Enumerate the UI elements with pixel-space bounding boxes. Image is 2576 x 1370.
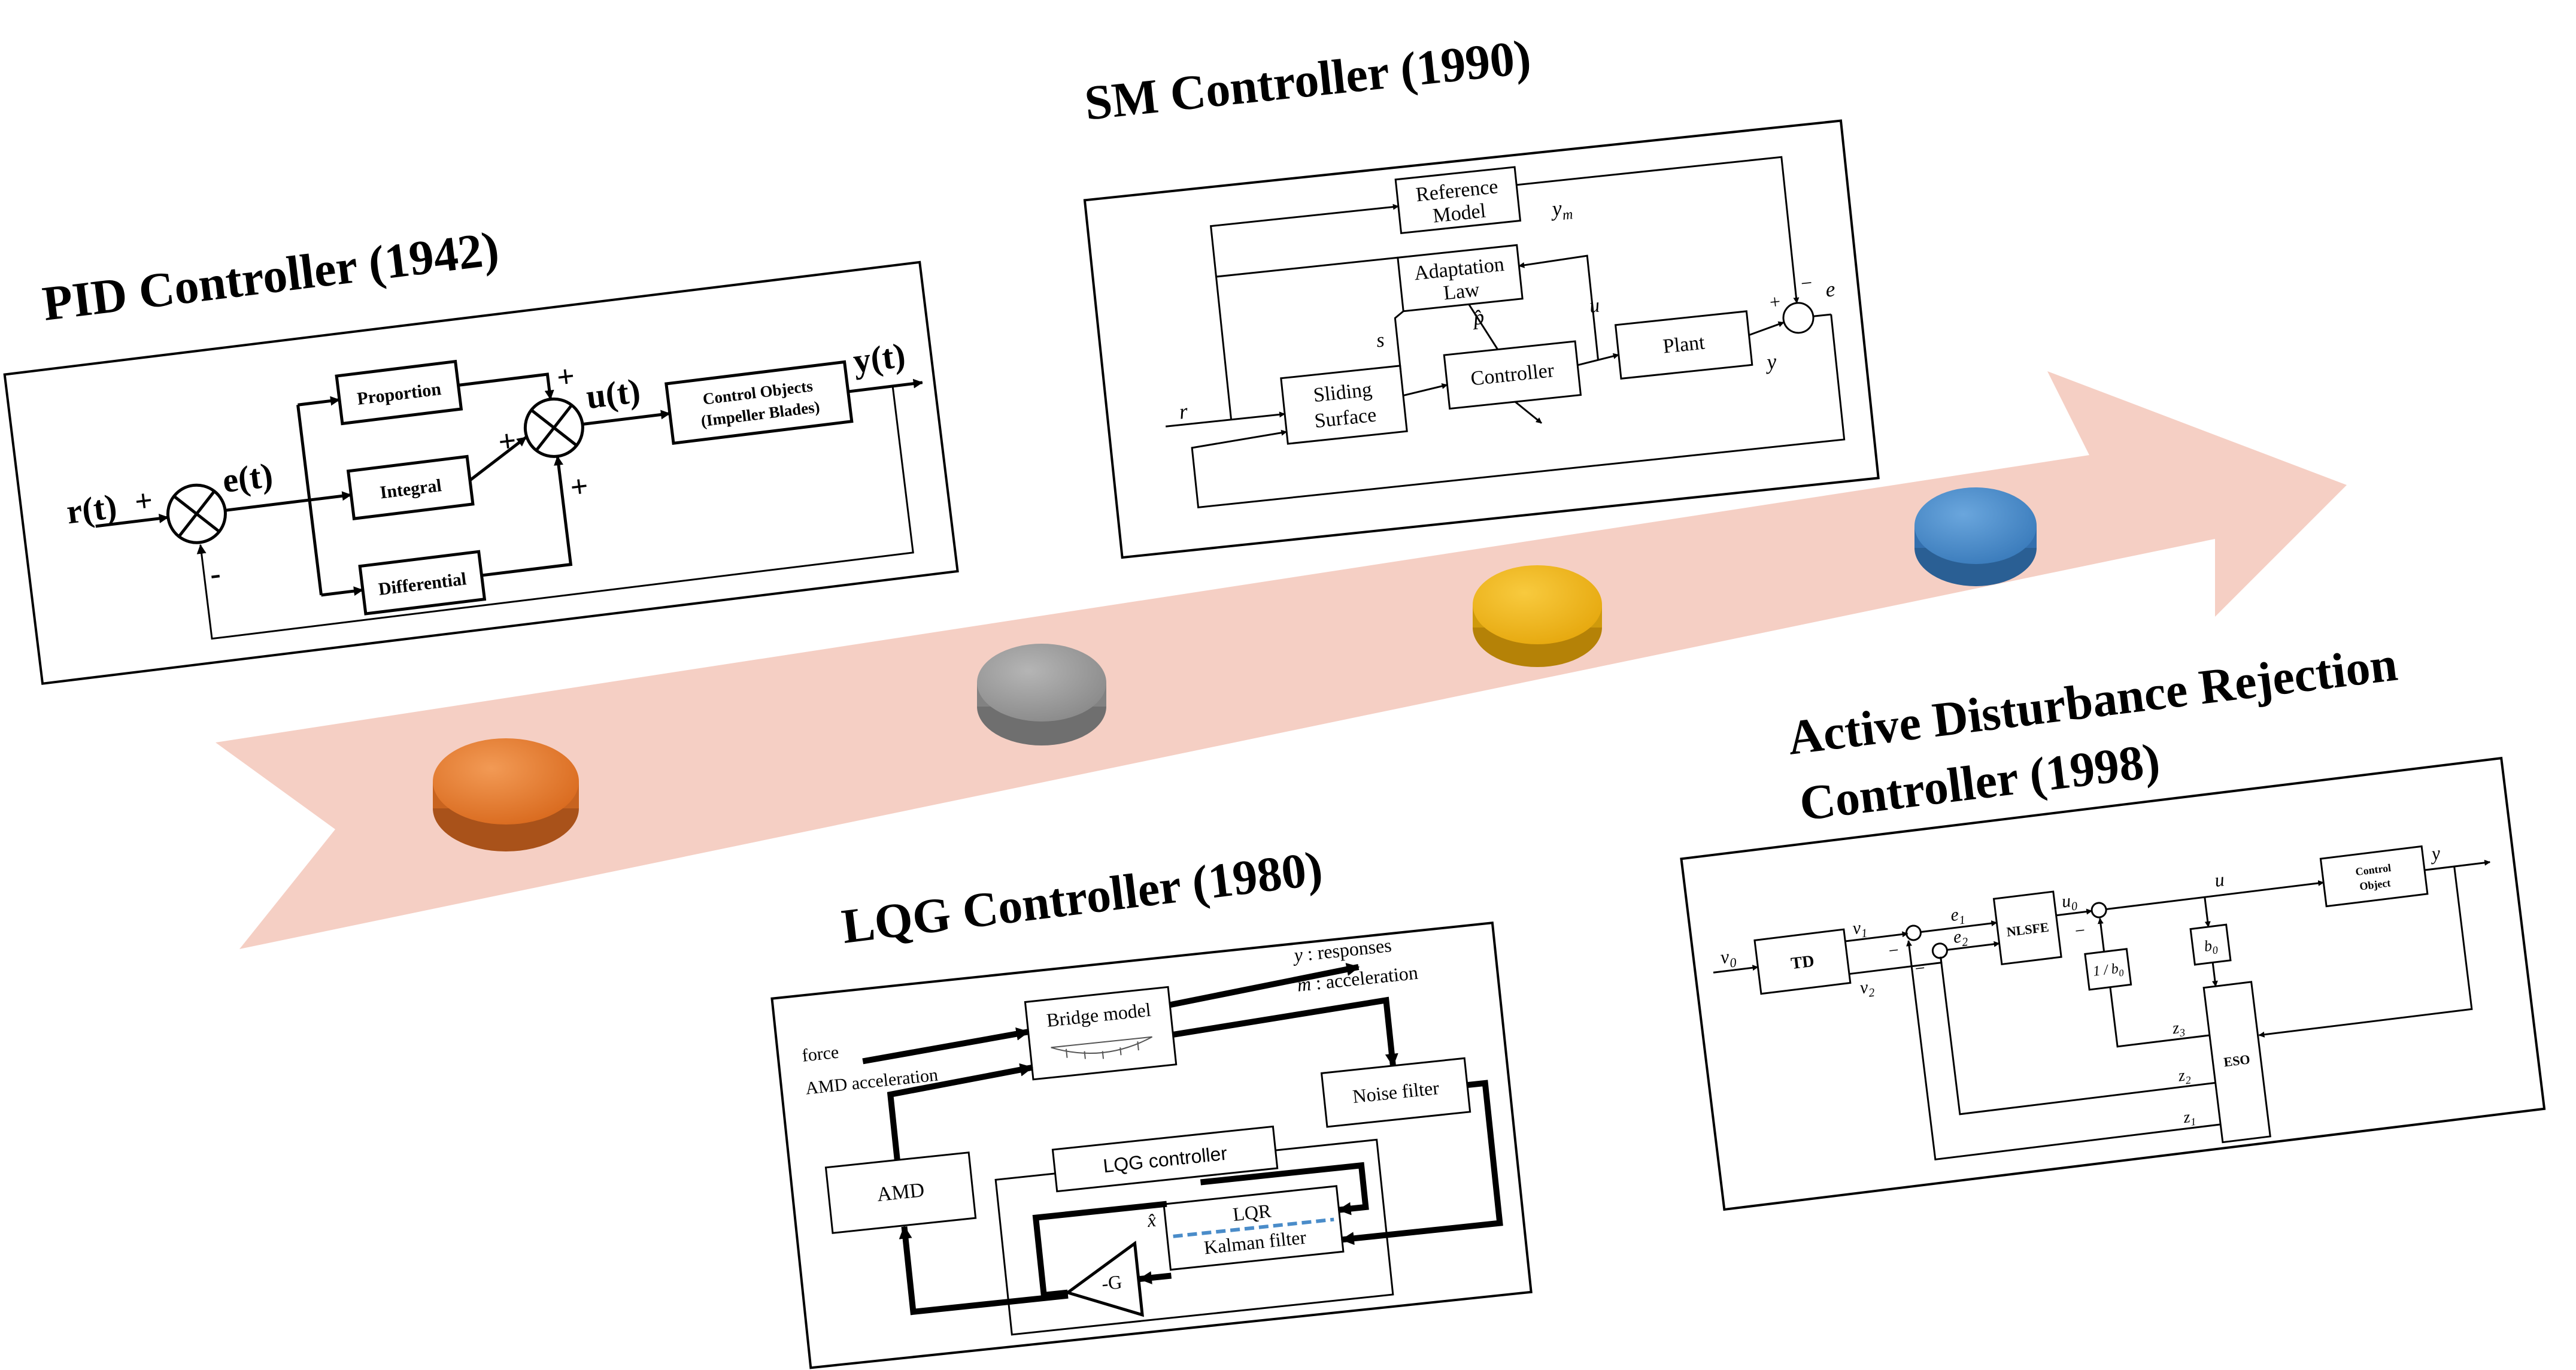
sm-diagram: Reference Model ym Adaptation Law p̂ Sli…	[1083, 119, 1880, 559]
adrc-v0-label: v0	[1719, 945, 1737, 972]
lqg-gain-label: -G	[1100, 1271, 1122, 1294]
sm-e-label: e	[1824, 277, 1836, 301]
sm-y-label: y	[1764, 349, 1777, 374]
lqg-controller-block	[1051, 1125, 1279, 1193]
sm-title: SM Controller (1990)	[1082, 29, 1533, 131]
lqg-bridge-model-block	[1024, 986, 1178, 1081]
sm-minus: −	[1800, 272, 1813, 295]
adrc-eso-label: ESO	[2223, 1051, 2251, 1069]
adrc-u0-label: u0	[2061, 890, 2078, 914]
pid-plus-2: +	[555, 359, 577, 395]
adrc-z3-label: z3	[2171, 1018, 2186, 1039]
lqg-title: LQG Controller (1980)	[839, 841, 1325, 954]
adrc-nlsfe-block	[1992, 890, 2062, 966]
sm-adaptation-line2: Law	[1442, 278, 1480, 304]
adrc-z2-label: z2	[2177, 1066, 2192, 1087]
sm-reference-line2: Model	[1432, 200, 1487, 228]
adrc-y-label: y	[2429, 842, 2442, 865]
sm-sliding-surface-block	[1280, 365, 1408, 445]
adrc-v2-label: v2	[1859, 977, 1876, 1001]
sm-plant-label: Plant	[1662, 331, 1706, 357]
milestone-disc-yellow	[1473, 565, 1602, 667]
adrc-td-label: TD	[1790, 952, 1815, 974]
pid-feedback-path	[196, 386, 914, 640]
adrc-minus-1: −	[1888, 940, 1900, 961]
bridge-icon	[1051, 1036, 1153, 1059]
sm-s-label: s	[1375, 329, 1385, 351]
pid-diagram: r(t) + - e(t) Proportion Integral Differ…	[3, 260, 959, 685]
adrc-z1-label: z1	[2182, 1107, 2197, 1129]
adrc-e1-label: e1	[1949, 904, 1966, 928]
lqg-diagram: y : responses m : acceleration force AMD…	[770, 921, 1533, 1369]
pid-plus-1: +	[133, 483, 154, 519]
sm-adaptation-law-block	[1397, 244, 1524, 313]
sm-frame	[1083, 119, 1880, 559]
milestone-disc-gray	[977, 644, 1106, 745]
sm-feedback-path	[1191, 314, 1846, 508]
adrc-eso-block	[2202, 981, 2271, 1144]
pid-plus-4: +	[568, 469, 590, 505]
sm-plus: +	[1768, 290, 1782, 313]
timeline-arrow	[216, 371, 2347, 949]
lqg-lqr-kalman-divider	[1173, 1217, 1334, 1238]
pid-title: PID Controller (1942)	[40, 221, 502, 331]
adrc-u-label: u	[2213, 868, 2225, 891]
milestone-disc-orange	[433, 738, 579, 851]
adrc-minus-2: −	[1914, 958, 1926, 979]
lqg-lqr-label: LQR	[1232, 1200, 1273, 1226]
sm-plant-block	[1614, 310, 1753, 380]
lqg-amd-label: AMD	[876, 1179, 926, 1206]
adrc-b0-label: b0	[2203, 936, 2219, 957]
adrc-diagram: v0 TD v1 v2 − − e1 e2 NLSFE u0 − u Contr…	[1680, 756, 2546, 1211]
lqg-force-label: force	[801, 1042, 840, 1066]
pid-plus-3: +	[496, 423, 518, 459]
adrc-e2-label: e2	[1952, 926, 1969, 950]
pid-r-label: r(t)	[64, 487, 119, 532]
pid-e-label: e(t)	[220, 456, 275, 501]
pid-y-label: y(t)	[851, 335, 908, 380]
adrc-v1-label: v1	[1852, 917, 1868, 942]
adrc-minus-3: −	[2074, 920, 2086, 941]
sm-r-label: r	[1178, 399, 1190, 423]
lqg-x-hat-label: x̂	[1146, 1209, 1157, 1231]
adrc-td-block	[1753, 928, 1852, 995]
pid-u-label: u(t)	[584, 371, 642, 417]
sm-ym-label: ym	[1549, 195, 1574, 225]
adrc-inv-b0-label: 1 / b0	[2092, 960, 2125, 982]
milestone-disc-blue	[1914, 487, 2037, 586]
